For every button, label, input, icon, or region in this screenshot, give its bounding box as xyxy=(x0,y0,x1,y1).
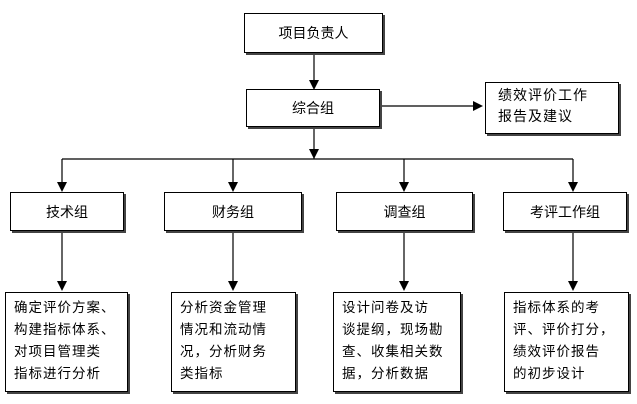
task-line: 指标进行分析 xyxy=(14,366,101,382)
arrowhead xyxy=(399,182,409,192)
task-line: 对项目管理类 xyxy=(14,344,101,360)
arrowhead xyxy=(568,182,578,192)
arrowhead xyxy=(309,149,319,159)
task-line: 据，分析数据 xyxy=(342,366,429,382)
leader-label: 项目负责人 xyxy=(278,26,349,42)
arrowhead xyxy=(228,182,238,192)
survey-group-label: 调查组 xyxy=(383,204,426,221)
finance-group-label: 财务组 xyxy=(212,204,254,221)
review-group-label: 考评工作组 xyxy=(530,204,600,221)
finance-group-box: 财务组 xyxy=(164,192,302,231)
tech-task-box: 确定评价方案、 构建指标体系、 对项目管理类 指标进行分析 xyxy=(5,292,128,392)
task-line: 的初步设计 xyxy=(513,366,586,382)
arrowhead xyxy=(309,80,319,90)
task-line: 确定评价方案、 xyxy=(14,300,116,316)
arrowhead xyxy=(57,281,67,291)
general-group-box: 综合组 xyxy=(246,89,380,127)
arrowhead xyxy=(568,281,578,291)
arrowhead xyxy=(473,101,483,111)
survey-group-box: 调查组 xyxy=(336,192,473,231)
general-group-label: 综合组 xyxy=(292,101,334,117)
leader-box: 项目负责人 xyxy=(244,13,383,53)
arrowhead xyxy=(399,281,409,291)
review-group-box: 考评工作组 xyxy=(503,192,627,231)
task-line: 指标体系的考 xyxy=(513,300,600,316)
task-line: 况，分析财务 xyxy=(180,344,267,360)
report-box: 绩效评价工作 报告及建议 xyxy=(485,82,619,134)
tech-group-label: 技术组 xyxy=(46,204,88,221)
report-line: 报告及建议 xyxy=(498,109,573,125)
task-line: 绩效评价报告 xyxy=(513,344,600,360)
tech-group-box: 技术组 xyxy=(10,192,124,231)
task-line: 评、评价打分， xyxy=(513,322,615,338)
task-line: 分析资金管理 xyxy=(180,300,267,316)
report-line: 绩效评价工作 xyxy=(498,88,588,104)
review-task-box: 指标体系的考 评、评价打分， 绩效评价报告 的初步设计 xyxy=(504,292,629,392)
survey-task-box: 设计问卷及访 谈提纲，现场勘 查、收集相关数 据，分析数据 xyxy=(333,292,461,392)
task-line: 情况和流动情 xyxy=(180,322,267,338)
task-line: 设计问卷及访 xyxy=(342,300,429,316)
task-line: 谈提纲，现场勘 xyxy=(342,322,444,338)
task-line: 构建指标体系、 xyxy=(14,322,116,338)
task-line: 类指标 xyxy=(180,366,224,382)
arrowhead xyxy=(57,182,67,192)
task-line: 查、收集相关数 xyxy=(342,344,444,360)
arrowhead xyxy=(228,281,238,291)
finance-task-box: 分析资金管理 情况和流动情 况，分析财务 类指标 xyxy=(171,292,296,392)
